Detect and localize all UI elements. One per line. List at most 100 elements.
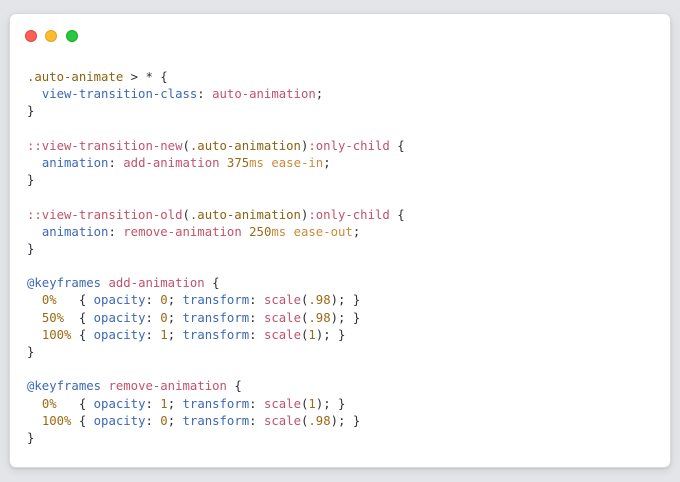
code-token: : bbox=[249, 413, 264, 428]
code-token: ms bbox=[249, 155, 264, 170]
code-line: animation: add-animation 375ms ease-in; bbox=[27, 155, 405, 172]
code-token: ); } bbox=[315, 396, 346, 411]
code-line: } bbox=[27, 344, 405, 361]
code-token: { bbox=[71, 327, 94, 342]
code-token: ease-out bbox=[293, 224, 353, 239]
code-token: animation bbox=[41, 155, 109, 170]
code-line: 100% { opacity: 1; transform: scale(1); … bbox=[27, 327, 405, 344]
code-line: } bbox=[27, 103, 405, 120]
code-token: ( bbox=[301, 327, 309, 342]
code-token: ( bbox=[301, 293, 309, 308]
code-line: 0% { opacity: 0; transform: scale(.98); … bbox=[27, 292, 405, 309]
code-line: 0% { opacity: 1; transform: scale(1); } bbox=[27, 396, 405, 413]
code-token: ); } bbox=[330, 310, 361, 325]
code-token bbox=[27, 225, 42, 239]
code-token: scale bbox=[263, 293, 301, 308]
code-token: : bbox=[108, 155, 124, 170]
code-token: ); } bbox=[330, 293, 361, 308]
maximize-window-button[interactable] bbox=[66, 30, 78, 42]
code-token: remove-animation bbox=[108, 379, 227, 394]
code-token: ( bbox=[301, 396, 309, 411]
code-line: } bbox=[27, 430, 405, 447]
code-token: { bbox=[56, 396, 94, 411]
code-token: 1 bbox=[160, 327, 168, 342]
code-token: ; bbox=[167, 396, 183, 411]
code-line bbox=[27, 258, 405, 275]
code-token: opacity bbox=[93, 396, 146, 411]
code-token bbox=[27, 414, 42, 428]
code-token: ; bbox=[167, 310, 183, 325]
code-block: .auto-animate > * { view-transition-clas… bbox=[27, 69, 405, 447]
code-token: : bbox=[249, 293, 264, 308]
code-token: ) bbox=[300, 207, 309, 222]
code-token: add-animation bbox=[123, 155, 220, 170]
code-line: 100% { opacity: 0; transform: scale(.98)… bbox=[27, 413, 405, 430]
window-titlebar bbox=[10, 14, 670, 58]
code-token: { bbox=[226, 379, 242, 394]
code-token bbox=[286, 225, 293, 239]
code-token: scale bbox=[263, 413, 301, 428]
code-token: animation bbox=[41, 224, 109, 239]
code-token: 375 bbox=[226, 155, 250, 170]
code-token: 1 bbox=[308, 327, 316, 342]
code-token: transform bbox=[182, 310, 250, 325]
code-token: : bbox=[145, 413, 161, 428]
code-token: : bbox=[108, 224, 124, 239]
code-token: opacity bbox=[93, 413, 146, 428]
code-token: ; bbox=[167, 327, 183, 342]
code-token: 100% bbox=[41, 327, 72, 342]
code-token: .98 bbox=[308, 310, 331, 325]
code-token: @keyframes bbox=[27, 276, 102, 291]
code-token: 50% bbox=[41, 310, 65, 325]
code-token: : bbox=[249, 310, 264, 325]
code-token: 0% bbox=[41, 396, 57, 411]
code-token: remove-animation bbox=[123, 224, 242, 239]
code-token: scale bbox=[263, 327, 301, 342]
code-token: scale bbox=[263, 396, 301, 411]
code-token: .98 bbox=[308, 413, 331, 428]
code-token: .auto-animation bbox=[189, 138, 301, 153]
code-token bbox=[220, 156, 227, 170]
code-line bbox=[27, 121, 405, 138]
code-token: ); } bbox=[330, 413, 361, 428]
code-token: { bbox=[204, 276, 220, 291]
code-token bbox=[27, 156, 42, 170]
code-token: } bbox=[27, 430, 35, 445]
code-window: .auto-animate > * { view-transition-clas… bbox=[9, 13, 671, 468]
code-token: : bbox=[197, 87, 213, 102]
code-token bbox=[27, 311, 42, 325]
code-line: ::view-transition-new(.auto-animation):o… bbox=[27, 138, 405, 155]
code-token: { bbox=[389, 207, 405, 222]
code-token: @keyframes bbox=[27, 379, 102, 394]
code-line: @keyframes add-animation { bbox=[27, 275, 405, 292]
code-token: 0 bbox=[160, 310, 168, 325]
code-token: { bbox=[64, 310, 94, 325]
close-window-button[interactable] bbox=[25, 30, 37, 42]
code-token: : bbox=[145, 327, 161, 342]
code-token: opacity bbox=[93, 293, 146, 308]
code-line: ::view-transition-old(.auto-animation):o… bbox=[27, 207, 405, 224]
code-token: opacity bbox=[93, 310, 146, 325]
code-token: transform bbox=[182, 413, 250, 428]
code-token: ease-in bbox=[271, 155, 324, 170]
code-token: ); } bbox=[315, 327, 346, 342]
code-token: .98 bbox=[308, 293, 331, 308]
code-line: view-transition-class: auto-animation; bbox=[27, 86, 405, 103]
code-token: .auto-animation bbox=[189, 207, 301, 222]
code-token: 100% bbox=[41, 413, 72, 428]
code-token: } bbox=[27, 345, 35, 359]
code-token: transform bbox=[182, 327, 250, 342]
code-line: 50% { opacity: 0; transform: scale(.98);… bbox=[27, 310, 405, 327]
code-token: } bbox=[27, 241, 35, 256]
code-line: } bbox=[27, 241, 405, 258]
code-token: : bbox=[249, 327, 264, 342]
code-token: 250 bbox=[249, 224, 272, 239]
code-token: ; bbox=[323, 155, 331, 170]
code-token: 1 bbox=[160, 396, 168, 411]
code-token: ) bbox=[300, 138, 309, 153]
code-token: ( bbox=[182, 207, 190, 222]
code-token bbox=[27, 87, 42, 101]
code-token: ( bbox=[301, 413, 309, 428]
code-line: .auto-animate > * { bbox=[27, 69, 405, 86]
minimize-window-button[interactable] bbox=[45, 30, 57, 42]
